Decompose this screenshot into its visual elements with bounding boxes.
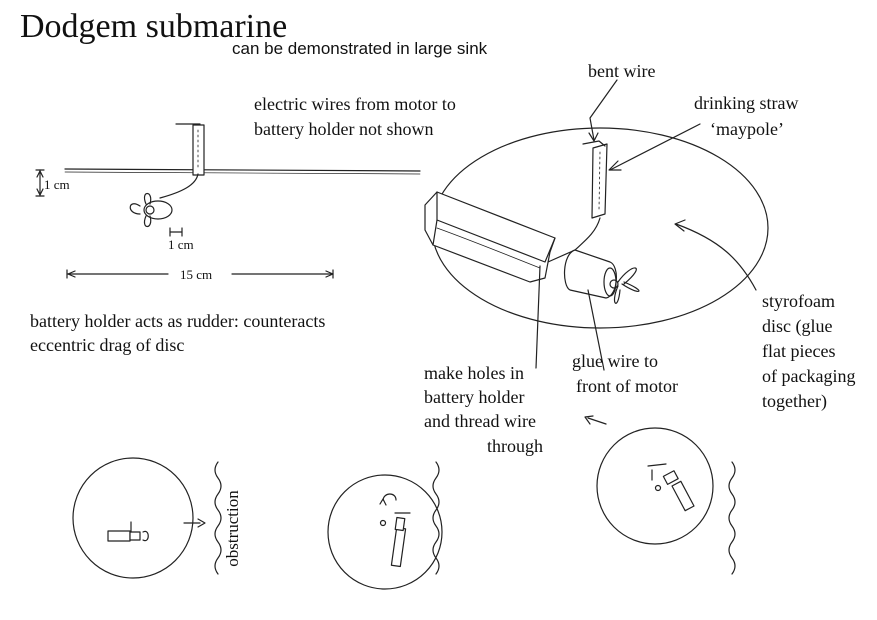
- side-view-drawing: [36, 124, 420, 278]
- wires-note-line-2: battery holder not shown: [254, 119, 434, 139]
- holes-label-line-1: make holes in: [424, 363, 524, 383]
- styrofoam-label-line-4: of packaging: [762, 366, 856, 386]
- battery-holder: [425, 192, 555, 282]
- glue-label-line-1: glue wire to: [572, 351, 658, 371]
- motor: [144, 201, 172, 219]
- holes-label-line-2: battery holder: [424, 387, 525, 407]
- disc-edge-line: [65, 169, 420, 171]
- bent-wire: [583, 141, 605, 146]
- obstruction-wall: [215, 462, 221, 574]
- rudder-note-line-2: eccentric drag of disc: [30, 335, 185, 355]
- straw-label-line-2: ‘maypole’: [710, 119, 784, 139]
- diagram-title: Dodgem submarine: [20, 8, 288, 45]
- wire-down: [160, 174, 198, 198]
- bent-wire-label: bent wire: [588, 61, 656, 81]
- obstruction-label: obstruction: [222, 490, 242, 567]
- propeller-icon-3d: [615, 268, 639, 303]
- propeller-icon: [130, 194, 150, 227]
- sequence-frame-2: [328, 462, 442, 589]
- holes-label-line-3: and thread wire: [424, 411, 536, 431]
- styrofoam-label-line-1: styrofoam: [762, 291, 835, 311]
- length-dimension-label: 15 cm: [180, 267, 213, 282]
- depth-dimension-label: 1 cm: [44, 177, 70, 192]
- wires-note-line-1: electric wires from motor to: [254, 94, 456, 114]
- offset-dimension-label: 1 cm: [168, 237, 194, 252]
- sequence-frame-1: [73, 458, 221, 578]
- sequence-frame-3: [585, 416, 735, 574]
- motor-3d: [565, 250, 617, 298]
- maypole-straw: [193, 125, 204, 175]
- maypole-straw-3d: [592, 144, 607, 218]
- glue-label-line-2: front of motor: [576, 376, 678, 396]
- perspective-view-drawing: [425, 80, 768, 370]
- holes-label-line-4: through: [487, 436, 543, 456]
- styrofoam-label-line-5: together): [762, 391, 827, 411]
- styrofoam-label-line-3: flat pieces: [762, 341, 836, 361]
- styrofoam-label-line-2: disc (glue: [762, 316, 833, 336]
- diagram-subtitle: can be demonstrated in large sink: [232, 39, 488, 58]
- straw-label-line-1: drinking straw: [694, 93, 799, 113]
- rudder-note-line-1: battery holder acts as rudder: counterac…: [30, 311, 326, 331]
